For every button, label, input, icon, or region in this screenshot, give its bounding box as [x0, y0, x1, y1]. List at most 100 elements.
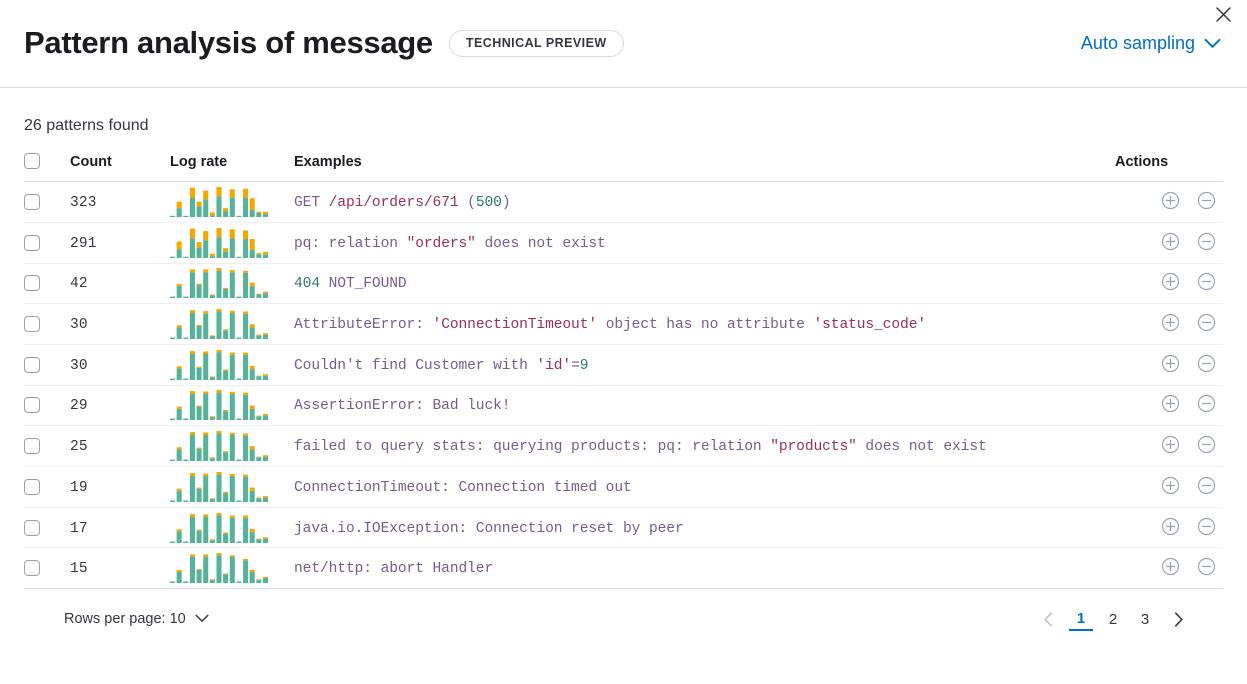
- filter-for-value-button[interactable]: [1159, 394, 1181, 416]
- row-checkbox[interactable]: [24, 519, 40, 536]
- log-rate-sparkline: [170, 309, 294, 340]
- plus-in-circle-icon: [1161, 232, 1180, 254]
- row-select-cell: [24, 303, 70, 345]
- count-cell: 291: [70, 222, 170, 264]
- filter-out-value-button[interactable]: [1195, 476, 1217, 498]
- close-button[interactable]: [1209, 2, 1237, 30]
- count-value: 291: [70, 235, 97, 252]
- minus-in-circle-icon: [1197, 191, 1216, 213]
- page-number-1[interactable]: 1: [1069, 607, 1093, 632]
- log-rate-cell: [170, 547, 294, 590]
- flyout-header: Pattern analysis of message TECHNICAL PR…: [0, 0, 1247, 88]
- row-checkbox[interactable]: [24, 194, 40, 211]
- filter-for-value-button[interactable]: [1159, 557, 1181, 579]
- row-select-cell: [24, 466, 70, 508]
- filter-for-value-button[interactable]: [1159, 435, 1181, 457]
- log-rate-sparkline: [170, 471, 294, 502]
- minus-in-circle-icon: [1197, 394, 1216, 416]
- filter-out-value-button[interactable]: [1195, 191, 1217, 213]
- example-text: AttributeError: 'ConnectionTimeout' obje…: [294, 317, 927, 334]
- count-cell: 30: [70, 303, 170, 345]
- count-cell: 30: [70, 344, 170, 386]
- log-rate-sparkline: [170, 187, 294, 218]
- row-checkbox[interactable]: [24, 234, 40, 251]
- row-select-cell: [24, 547, 70, 590]
- plus-in-circle-icon: [1161, 272, 1180, 294]
- example-cell: failed to query stats: querying products…: [294, 425, 1115, 467]
- log-rate-sparkline: [170, 390, 294, 421]
- rows-per-page-label: Rows per page: 10: [64, 611, 186, 628]
- actions-cell: [1115, 547, 1223, 590]
- plus-in-circle-icon: [1161, 476, 1180, 498]
- filter-for-value-button[interactable]: [1159, 476, 1181, 498]
- actions-cell: [1115, 181, 1223, 223]
- log-rate-cell: [170, 466, 294, 508]
- row-checkbox[interactable]: [24, 356, 40, 373]
- row-checkbox[interactable]: [24, 560, 40, 577]
- plus-in-circle-icon: [1161, 435, 1180, 457]
- filter-for-value-button[interactable]: [1159, 313, 1181, 335]
- row-select-cell: [24, 425, 70, 467]
- minus-in-circle-icon: [1197, 517, 1216, 539]
- row-checkbox[interactable]: [24, 397, 40, 414]
- filter-for-value-button[interactable]: [1159, 272, 1181, 294]
- actions-header: Actions: [1115, 153, 1223, 183]
- log-rate-cell: [170, 385, 294, 427]
- log-rate-sparkline: [170, 553, 294, 584]
- close-icon: [1215, 6, 1232, 26]
- filter-out-value-button[interactable]: [1195, 313, 1217, 335]
- title-group: Pattern analysis of message TECHNICAL PR…: [24, 26, 624, 60]
- filter-for-value-button[interactable]: [1159, 191, 1181, 213]
- filter-out-value-button[interactable]: [1195, 435, 1217, 457]
- example-text: pq: relation "orders" does not exist: [294, 235, 606, 252]
- filter-out-value-button[interactable]: [1195, 272, 1217, 294]
- log-rate-sparkline: [170, 268, 294, 299]
- filter-out-value-button[interactable]: [1195, 517, 1217, 539]
- page-number-2[interactable]: 2: [1101, 606, 1125, 632]
- filter-out-value-button[interactable]: [1195, 394, 1217, 416]
- previous-page-button[interactable]: [1035, 606, 1061, 632]
- filter-out-value-button[interactable]: [1195, 557, 1217, 579]
- count-cell: 15: [70, 547, 170, 590]
- filter-out-value-button[interactable]: [1195, 354, 1217, 376]
- table-row[interactable]: 30 AttributeError: 'ConnectionTimeout' ob…: [24, 303, 1223, 345]
- row-select-cell: [24, 181, 70, 223]
- row-checkbox[interactable]: [24, 438, 40, 455]
- count-cell: 17: [70, 507, 170, 549]
- example-text: GET /api/orders/671 (500): [294, 195, 511, 212]
- filter-out-value-button[interactable]: [1195, 232, 1217, 254]
- example-cell: pq: relation "orders" does not exist: [294, 222, 1115, 264]
- auto-sampling-button[interactable]: Auto sampling: [1079, 29, 1223, 58]
- next-page-button[interactable]: [1165, 606, 1191, 632]
- log-rate-cell: [170, 507, 294, 549]
- row-checkbox[interactable]: [24, 275, 40, 292]
- count-header[interactable]: Count: [70, 153, 170, 183]
- count-value: 19: [70, 479, 88, 496]
- example-cell: AssertionError: Bad luck!: [294, 385, 1115, 427]
- page-number-3[interactable]: 3: [1133, 606, 1157, 632]
- filter-for-value-button[interactable]: [1159, 517, 1181, 539]
- minus-in-circle-icon: [1197, 557, 1216, 579]
- rows-per-page-button[interactable]: Rows per page: 10: [58, 610, 215, 628]
- filter-for-value-button[interactable]: [1159, 354, 1181, 376]
- examples-header: Examples: [294, 153, 1115, 183]
- row-checkbox[interactable]: [24, 478, 40, 495]
- select-all-checkbox[interactable]: [24, 153, 40, 170]
- filter-for-value-button[interactable]: [1159, 232, 1181, 254]
- minus-in-circle-icon: [1197, 435, 1216, 457]
- table-row[interactable]: 291 pq: relation "orders" does not exist: [24, 222, 1223, 264]
- row-select-cell: [24, 222, 70, 264]
- row-checkbox[interactable]: [24, 316, 40, 333]
